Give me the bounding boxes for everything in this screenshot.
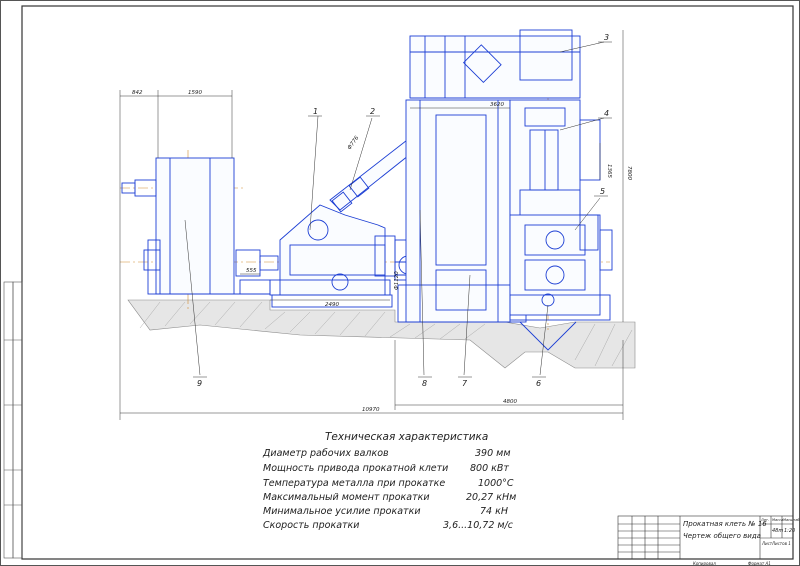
spec-label-3: Максимальный момент прокатки (263, 492, 430, 503)
top-platform (409, 29, 581, 99)
left-binding-strip (3, 281, 23, 559)
spec-value-4: 74 кН (480, 506, 508, 517)
spec-label-1: Мощность привода прокатной клети (263, 463, 449, 474)
specs-title: Техническая характеристика (325, 431, 489, 443)
callout-4: 4 (604, 109, 609, 118)
title-block-mass: 48m (772, 528, 784, 534)
dim-555: 555 (246, 268, 257, 274)
foundation (127, 299, 636, 369)
dim-4800: 4800 (503, 399, 517, 405)
title-block-sheet: Лист (762, 541, 773, 546)
machine-drawing (121, 29, 613, 351)
title-block-copied: Копировал (693, 561, 716, 566)
title-block-format: Формат А1 (748, 561, 771, 566)
callout-5: 5 (600, 187, 605, 196)
callout-leaders (184, 41, 612, 378)
dim-1365: 1365 (606, 164, 612, 178)
dim-2490: 2490 (325, 302, 339, 308)
callout-7: 7 (462, 379, 468, 388)
spec-value-0: 390 мм (475, 448, 511, 459)
dim-776: Ф776 (347, 135, 361, 151)
dim-842: 842 (132, 90, 143, 96)
callout-8: 8 (422, 379, 427, 388)
spec-value-1: 800 кВт (470, 463, 509, 474)
callout-1: 1 (313, 107, 318, 116)
dim-7800: 7800 (626, 166, 632, 180)
spec-value-3: 20,27 кНм (466, 492, 517, 503)
dim-3620: 3620 (490, 102, 504, 108)
mill-housing (397, 99, 527, 323)
title-block-scale: 1:20 (784, 528, 796, 534)
callout-3: 3 (604, 33, 609, 42)
dimension-lines (119, 30, 624, 420)
dim-10970: 10970 (362, 407, 380, 413)
dim-1120: Ф1120 (394, 271, 400, 290)
callout-9: 9 (197, 379, 202, 388)
title-block-scale-header: Масштаб (783, 518, 800, 522)
spec-label-4: Минимальное усилие прокатки (263, 506, 421, 517)
title-block-name-1: Прокатная клеть № 16 (683, 520, 767, 528)
title-block-mass-header: Масса (772, 518, 784, 522)
roll-assembly (509, 214, 613, 321)
screwdown-mechanism (509, 99, 601, 221)
gear-stand (269, 204, 408, 308)
title-block-grid (617, 515, 794, 560)
spec-label-5: Скорость прокатки (263, 520, 360, 531)
dimension-texts: 842 1590 3620 1365 7800 555 2490 4800 10… (132, 90, 632, 413)
callout-numbers: 1 2 3 4 5 6 7 8 9 (197, 33, 609, 388)
spec-label-0: Диаметр рабочих валков (263, 448, 389, 459)
title-block-lit: Лит. (761, 518, 770, 522)
callout-6: 6 (536, 379, 541, 388)
callout-2: 2 (370, 107, 375, 116)
dim-1590: 1590 (188, 90, 202, 96)
title-block-name-2: Чертеж общего вида (683, 532, 761, 540)
drive-motor (121, 157, 256, 295)
spec-value-2: 1000°С (478, 478, 514, 489)
spec-label-2: Температура металла при прокатке (263, 478, 446, 489)
spec-value-5: 3,6...10,72 м/с (443, 520, 513, 531)
motor-coupling (234, 249, 279, 295)
title-block-sheets: Листов 1 (772, 541, 791, 546)
